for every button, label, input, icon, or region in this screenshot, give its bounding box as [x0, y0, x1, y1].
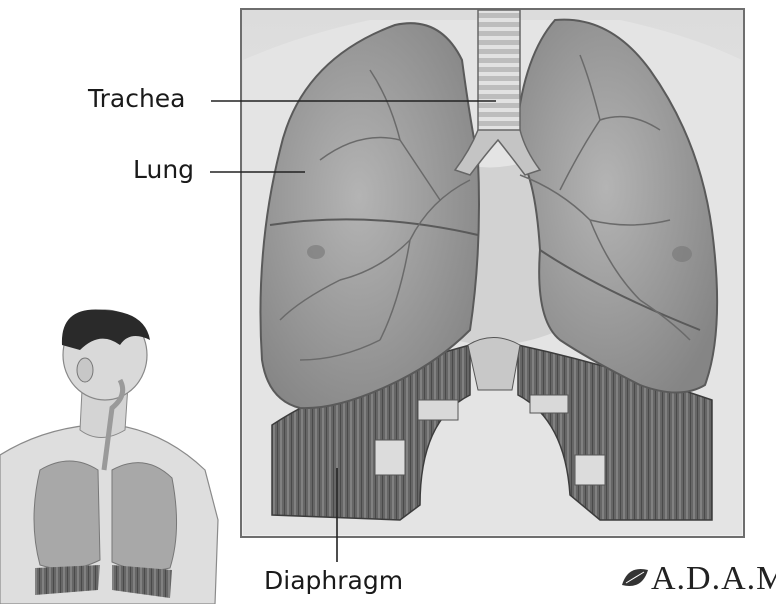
main-panel — [241, 9, 744, 537]
trachea-label: Trachea — [88, 86, 186, 111]
lung-label: Lung — [133, 157, 194, 182]
diaphragm-label: Diaphragm — [264, 568, 403, 593]
adam-logo-leaf-icon — [622, 569, 648, 586]
inset-figure — [0, 309, 218, 604]
central-tendon — [468, 338, 520, 391]
adam-logo-text: A.D.A.M. — [651, 562, 776, 596]
